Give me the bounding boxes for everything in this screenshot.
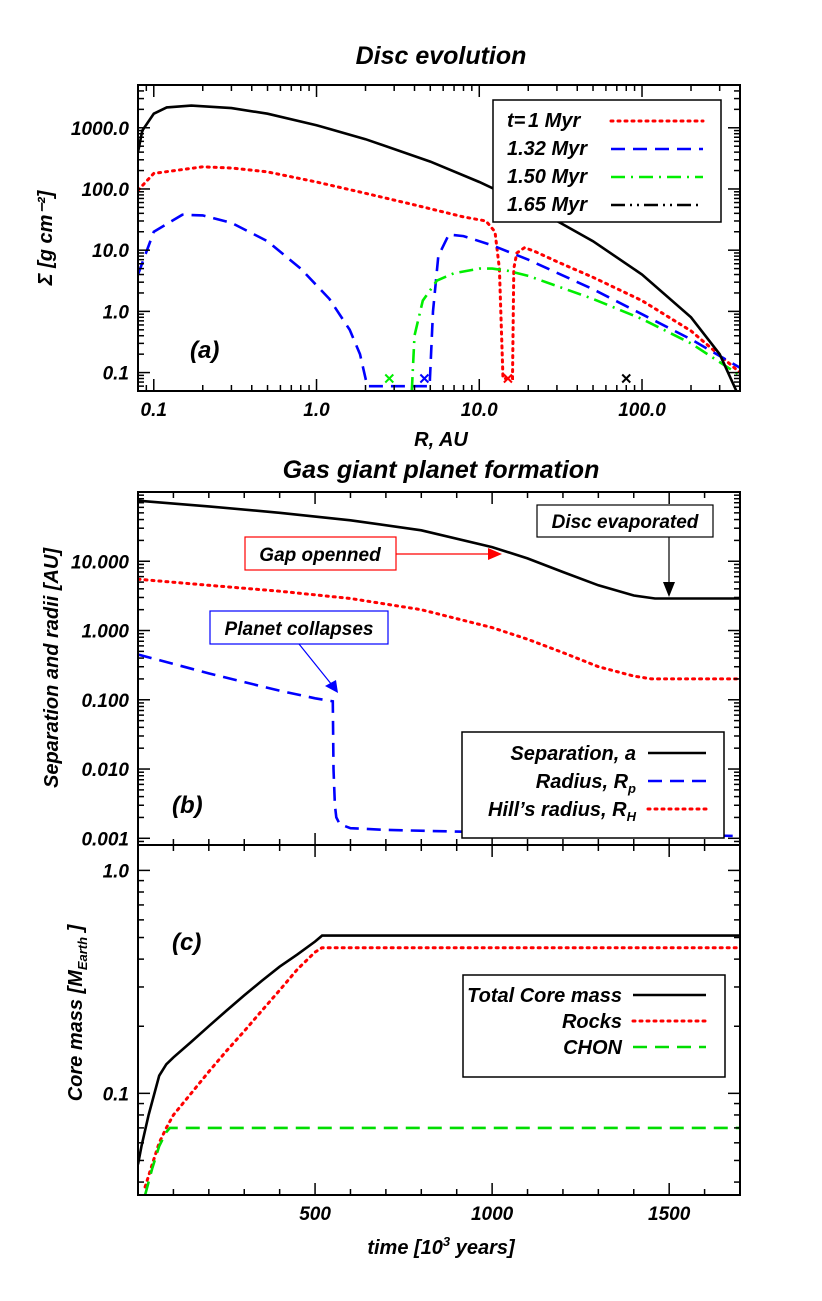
ytick-label-a-4: 1000.0 [71,119,130,140]
svg-text:Planet collapses: Planet collapses [225,619,374,640]
plot-frame-c [137,844,741,1196]
panel-label-c: (c) [172,929,201,956]
legend-item-a-0: 1 Myr [528,110,581,132]
ytick-label-b-2: 0.100 [81,691,129,712]
annotation-disc-evaporated: Disc evaporated [536,504,714,597]
ylabel-a: Σ [g cm⁻²] [35,189,57,286]
series-line-a-2 [410,267,740,391]
title-b: Gas giant planet formation [283,456,600,484]
legend-a: t= 1 Myr 1.32 Myr 1.50 Myr 1.65 Myr [492,99,722,223]
legend-c: Total Core mass Rocks CHON [462,974,726,1078]
series-line-b-0 [138,499,740,600]
legend-prefix-a: t= [507,110,526,132]
marker-x-1 [419,373,430,384]
ylabel-c: Core mass [MEarth ] [65,923,90,1101]
xtick-label-c-1: 1000 [471,1204,514,1225]
panel-label-a: (a) [190,337,219,364]
xtick-label-a-0: 0.1 [141,400,167,421]
ytick-label-b-1: 0.010 [81,760,129,781]
svg-text:Gap openned: Gap openned [259,545,381,566]
series-line-a-1 [138,213,740,388]
panel-label-b: (b) [172,792,203,819]
legend-item-a-2: 1.50 Myr [507,166,588,188]
marker-x-0 [384,373,395,384]
svg-text:Disc evaporated: Disc evaporated [552,512,699,533]
plot-frame-a [137,84,741,392]
series-line-c-0 [138,934,740,1165]
xlabel-c: time [103 years] [367,1234,516,1259]
legend-item-a-3: 1.65 Myr [507,194,588,216]
ytick-label-b-4: 10.000 [71,552,130,573]
title-a: Disc evolution [356,42,527,70]
ytick-label-b-3: 1.000 [81,622,129,643]
series-line-c-2 [143,1126,740,1195]
legend-item-b-2: Hill’s radius, RH [488,799,637,824]
series-line-a-0 [138,165,740,380]
series-line-a-4 [138,104,738,391]
legend-item-b-1: Radius, Rp [536,771,636,796]
ytick-label-c-1: 1.0 [103,861,130,882]
series-line-c-1 [143,946,740,1189]
xtick-label-a-1: 1.0 [303,400,330,421]
annotation-planet-collapses: Planet collapses [209,610,389,693]
xlabel-a: R, AU [414,429,468,451]
legend-item-b-0: Separation, a [510,743,636,765]
marker-x-2 [503,373,513,384]
ylabel-b: Separation and radii [AU] [41,547,63,788]
xtick-label-a-3: 100.0 [618,400,666,421]
series-line-b-1 [138,653,740,838]
marker-x-3 [621,373,631,384]
legend-item-a-1: 1.32 Myr [507,138,588,160]
ytick-label-a-0: 0.1 [103,364,129,385]
ytick-label-a-3: 100.0 [81,180,129,201]
xtick-label-a-2: 10.0 [461,400,498,421]
series-line-b-2 [138,577,740,681]
annotation-gap-opened: Gap openned [244,536,502,571]
legend-b: Separation, a Radius, Rp Hill’s radius, … [461,731,725,839]
xtick-label-c-2: 1500 [648,1204,691,1225]
legend-item-c-0: Total Core mass [467,985,622,1007]
ytick-label-a-2: 10.0 [92,241,129,262]
legend-item-c-1: Rocks [562,1011,622,1033]
legend-item-c-2: CHON [563,1037,622,1059]
ytick-label-c-0: 0.1 [103,1084,129,1105]
ytick-label-a-1: 1.0 [103,302,130,323]
ytick-label-b-0: 0.001 [81,829,129,850]
xtick-label-c-0: 500 [299,1204,331,1225]
